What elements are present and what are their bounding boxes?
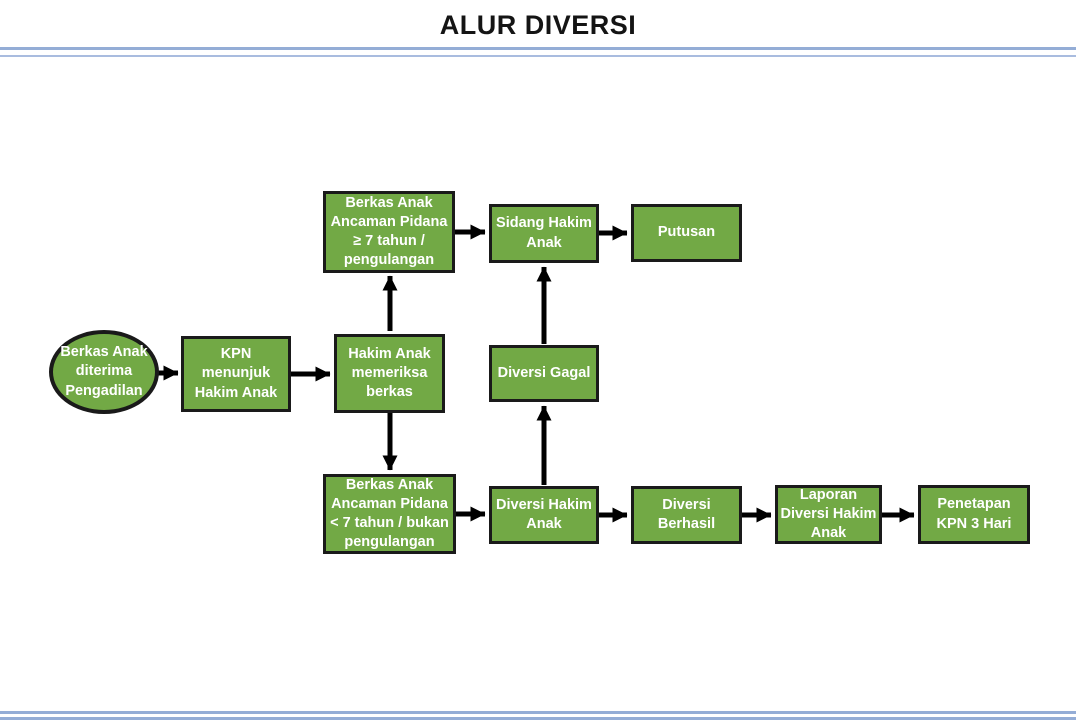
node-kpn-menunjuk: KPN menunjuk Hakim Anak <box>181 336 291 412</box>
node-hakim-memeriksa: Hakim Anak memeriksa berkas <box>334 334 445 413</box>
page-title: ALUR DIVERSI <box>439 10 637 40</box>
node-diversi-berhasil: Diversi Berhasil <box>631 486 742 544</box>
node-berkas-diterima: Berkas Anak diterima Pengadilan <box>49 330 159 414</box>
node-putusan: Putusan <box>631 204 742 262</box>
node-ancaman-ge7: Berkas Anak Ancaman Pidana ≥ 7 tahun / p… <box>323 191 455 273</box>
footer-rule-lower <box>0 717 1076 720</box>
node-laporan-diversi: Laporan Diversi Hakim Anak <box>775 485 882 544</box>
header-rule-thick <box>0 47 1076 50</box>
node-sidang-hakim: Sidang Hakim Anak <box>489 204 599 263</box>
node-diversi-hakim: Diversi Hakim Anak <box>489 486 599 544</box>
footer-rule-upper <box>0 711 1076 714</box>
node-ancaman-lt7: Berkas Anak Ancaman Pidana < 7 tahun / b… <box>323 474 456 554</box>
node-diversi-gagal: Diversi Gagal <box>489 345 599 402</box>
node-penetapan-kpn: Penetapan KPN 3 Hari <box>918 485 1030 544</box>
header-rule-thin <box>0 55 1076 57</box>
